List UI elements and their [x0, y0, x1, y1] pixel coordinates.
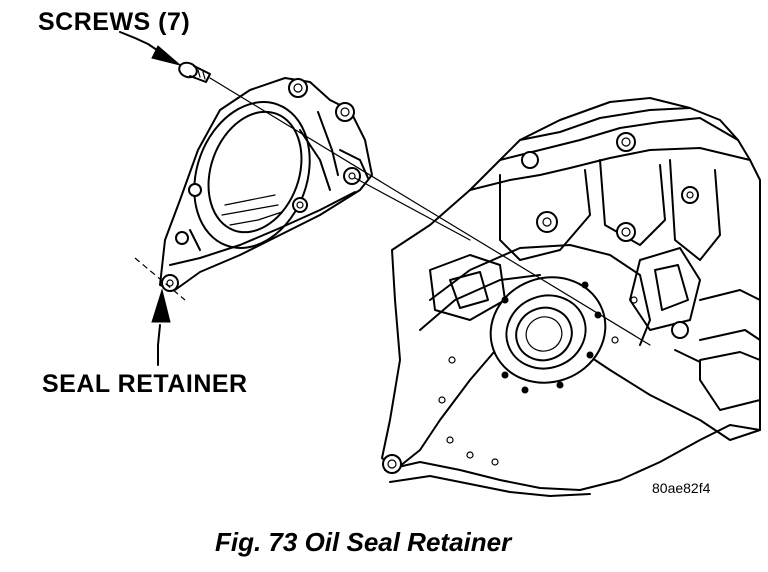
- drawing-code: 80ae82f4: [652, 480, 711, 496]
- figure-caption: Fig. 73 Oil Seal Retainer: [215, 527, 512, 557]
- engine-block: [381, 97, 761, 497]
- seal-retainer-arrow: [151, 288, 171, 366]
- alignment-lines: [134, 77, 651, 346]
- seal-retainer-part: [159, 77, 373, 292]
- screws-label: SCREWS (7): [38, 8, 191, 36]
- seal-retainer-label: SEAL RETAINER: [42, 370, 248, 398]
- screw-part: [178, 61, 211, 83]
- screws-arrow: [119, 31, 181, 66]
